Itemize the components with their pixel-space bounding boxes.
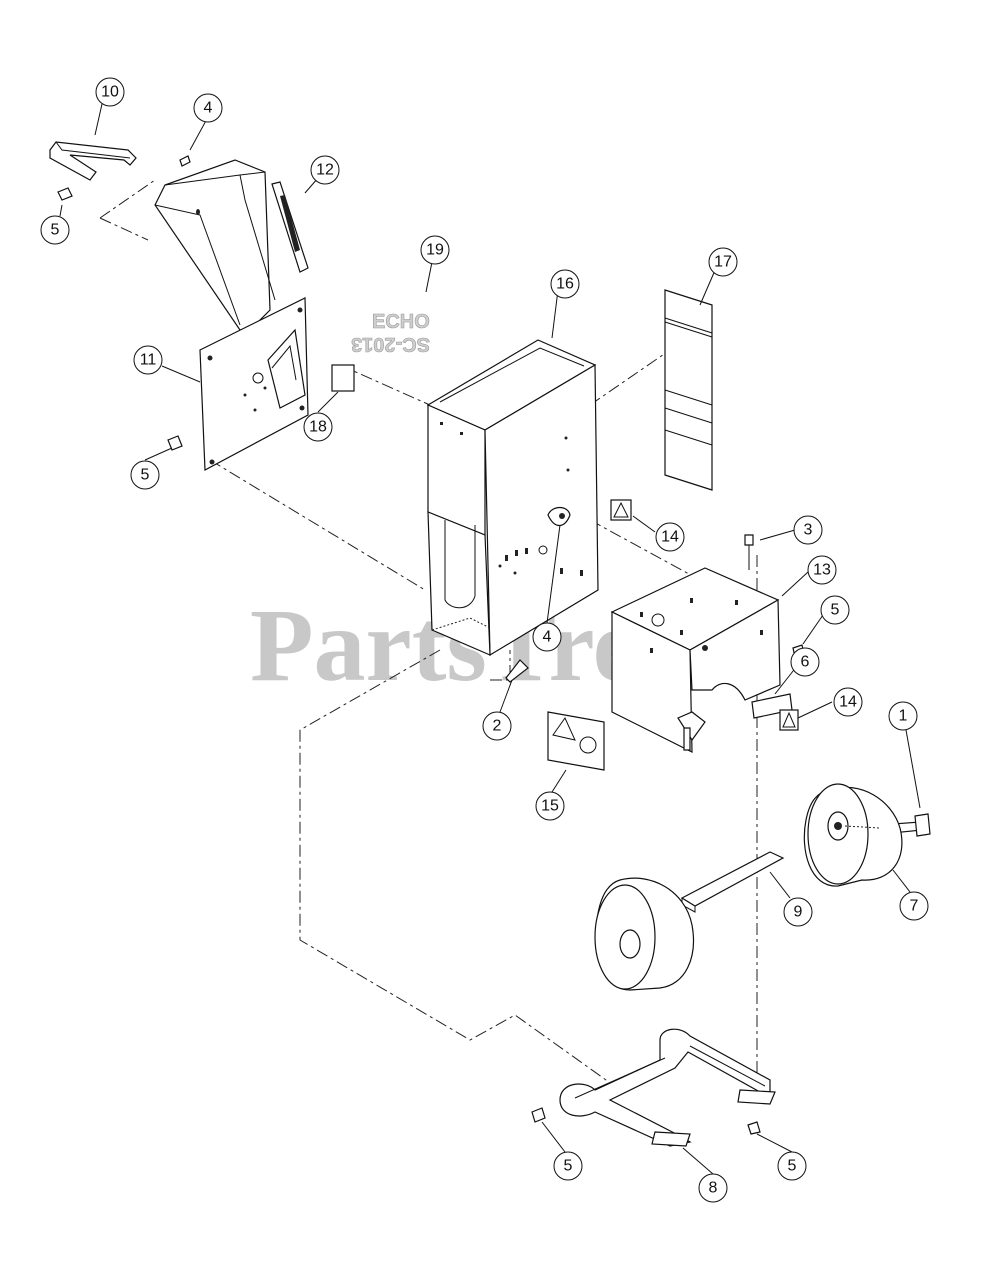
- callout-17: 17: [708, 247, 738, 277]
- svg-text:4: 4: [204, 100, 213, 117]
- svg-text:14: 14: [839, 694, 857, 711]
- callout-6: 6: [790, 647, 820, 677]
- part-frame: [559, 1028, 776, 1147]
- part-bracket: [610, 567, 781, 753]
- svg-text:5: 5: [51, 222, 60, 239]
- callout-5-a: 5: [40, 215, 70, 245]
- callout-5-e: 5: [777, 1151, 807, 1181]
- svg-text:3: 3: [804, 522, 813, 539]
- svg-text:8: 8: [709, 1180, 718, 1197]
- callout-12: 12: [310, 155, 340, 185]
- svg-text:16: 16: [556, 276, 574, 293]
- callout-3: 3: [793, 515, 823, 545]
- fasteners: [57, 155, 805, 1135]
- callout-5-c: 5: [820, 595, 850, 625]
- svg-text:5: 5: [831, 602, 840, 619]
- callout-14-b: 14: [833, 687, 863, 717]
- callout-5-b: 5: [130, 460, 160, 490]
- callout-7: 7: [899, 891, 929, 921]
- svg-text:14: 14: [661, 529, 679, 546]
- part-large-decal: [664, 289, 713, 491]
- svg-text:6: 6: [801, 654, 810, 671]
- svg-text:2: 2: [493, 718, 502, 735]
- part-chute-strip: [271, 181, 309, 273]
- callout-16: 16: [550, 269, 580, 299]
- part-small-decal: [331, 364, 355, 392]
- part-warning-decal-b: [779, 709, 799, 731]
- svg-text:5: 5: [564, 1158, 573, 1175]
- part-main-housing: [426, 339, 599, 657]
- callout-1: 1: [888, 701, 918, 731]
- part-handle: [49, 141, 137, 181]
- callout-14-a: 14: [655, 522, 685, 552]
- svg-text:10: 10: [101, 84, 119, 101]
- callout-10: 10: [95, 77, 125, 107]
- svg-text:5: 5: [788, 1158, 797, 1175]
- callout-5-d: 5: [553, 1151, 583, 1181]
- callout-2: 2: [482, 711, 512, 741]
- svg-text:4: 4: [543, 629, 552, 646]
- part-axle: [680, 851, 785, 913]
- part-warning-decal-a: [610, 499, 632, 521]
- part-chute: [154, 159, 276, 336]
- construction-lines: [99, 179, 758, 1091]
- svg-text:12: 12: [316, 162, 334, 179]
- callout-9: 9: [783, 897, 813, 927]
- callout-13: 13: [807, 555, 837, 585]
- callout-18: 18: [303, 412, 333, 442]
- callout-11: 11: [133, 345, 163, 375]
- decal-brand: ECHO: [372, 311, 430, 333]
- part-logo-decal: ECHO SC-2013: [351, 311, 431, 356]
- svg-text:9: 9: [794, 904, 803, 921]
- callout-19: 19: [420, 235, 450, 265]
- svg-text:13: 13: [813, 562, 831, 579]
- svg-text:1: 1: [899, 708, 908, 725]
- svg-text:15: 15: [541, 798, 559, 815]
- svg-text:7: 7: [910, 898, 919, 915]
- callout-4-top: 4: [193, 93, 223, 123]
- part-wheel-left: [594, 877, 694, 991]
- decal-model: SC-2013: [351, 333, 430, 355]
- part-wheel-right: [803, 783, 903, 887]
- callout-15: 15: [535, 791, 565, 821]
- callout-4-mid: 4: [532, 622, 562, 652]
- svg-text:11: 11: [140, 352, 157, 369]
- part-front-plate: [199, 297, 309, 471]
- callout-8: 8: [698, 1173, 728, 1203]
- svg-text:19: 19: [426, 242, 444, 259]
- part-warning-label: [547, 711, 605, 771]
- svg-text:18: 18: [309, 419, 327, 436]
- svg-text:17: 17: [714, 254, 732, 271]
- svg-text:5: 5: [141, 467, 150, 484]
